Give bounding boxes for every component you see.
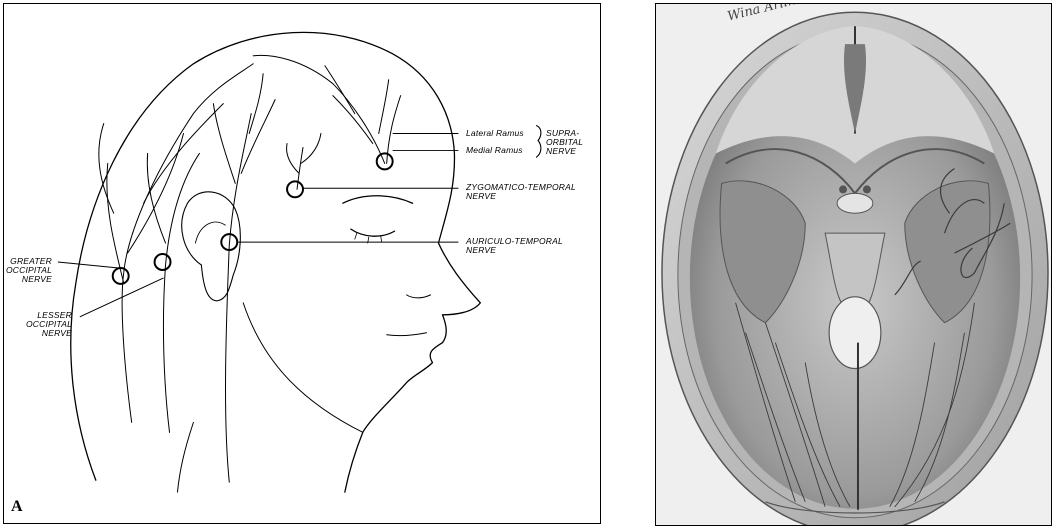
nerve-branches — [99, 55, 401, 482]
panel-letter: A — [11, 498, 23, 516]
label-lesser-occipital-3: NERVE — [42, 329, 72, 338]
skull-interior-illustration — [656, 4, 1051, 525]
label-medial-ramus: Medial Ramus — [466, 146, 523, 155]
label-lateral-ramus: Lateral Ramus — [466, 129, 524, 138]
foramen-magnum — [829, 297, 881, 369]
label-greater-occipital-3: NERVE — [22, 275, 52, 284]
lesser-occipital-exit-circle — [155, 254, 171, 270]
supraorbital-exit-circle — [377, 153, 393, 169]
zygomatico-exit-circle — [287, 181, 303, 197]
ear — [182, 192, 241, 301]
label-supraorbital-3: NERVE — [546, 147, 576, 156]
head-illustration — [4, 4, 600, 523]
label-zygomatico-2: NERVE — [466, 192, 496, 201]
panel-a-head-nerve-diagram: Lateral Ramus Medial Ramus SUPRA- ORBITA… — [3, 3, 601, 524]
eyebrow — [343, 196, 413, 203]
head-outline — [71, 32, 481, 492]
panel-b-cranial-base-illustration: Wina Arlin — [655, 3, 1052, 526]
closed-eye — [351, 229, 395, 236]
label-auriculo-2: NERVE — [466, 246, 496, 255]
